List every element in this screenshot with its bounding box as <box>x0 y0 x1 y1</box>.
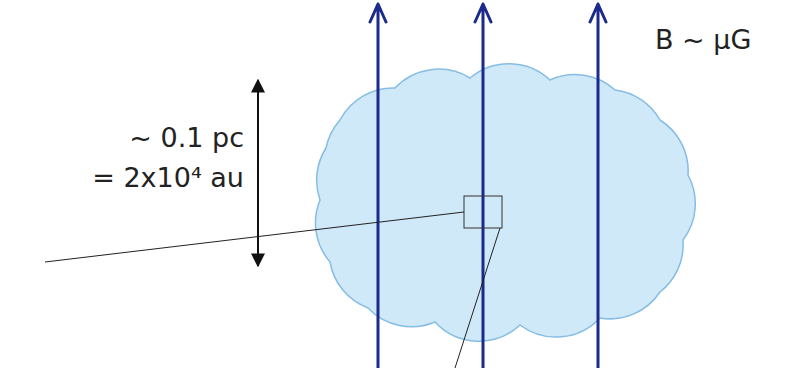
zoom-box <box>464 196 502 228</box>
leader-line <box>45 212 464 262</box>
field-lines <box>370 4 606 368</box>
size-label: = 2x10⁴ au <box>92 162 244 194</box>
molecular-cloud <box>315 64 695 342</box>
field-line <box>370 4 386 368</box>
leader-line <box>455 228 500 368</box>
field-line <box>590 4 606 368</box>
field-strength-label: B ~ μG <box>655 24 751 56</box>
dimension-arrow <box>257 80 259 266</box>
size-label: ~ 0.1 pc <box>129 122 244 154</box>
field-line <box>475 4 491 368</box>
